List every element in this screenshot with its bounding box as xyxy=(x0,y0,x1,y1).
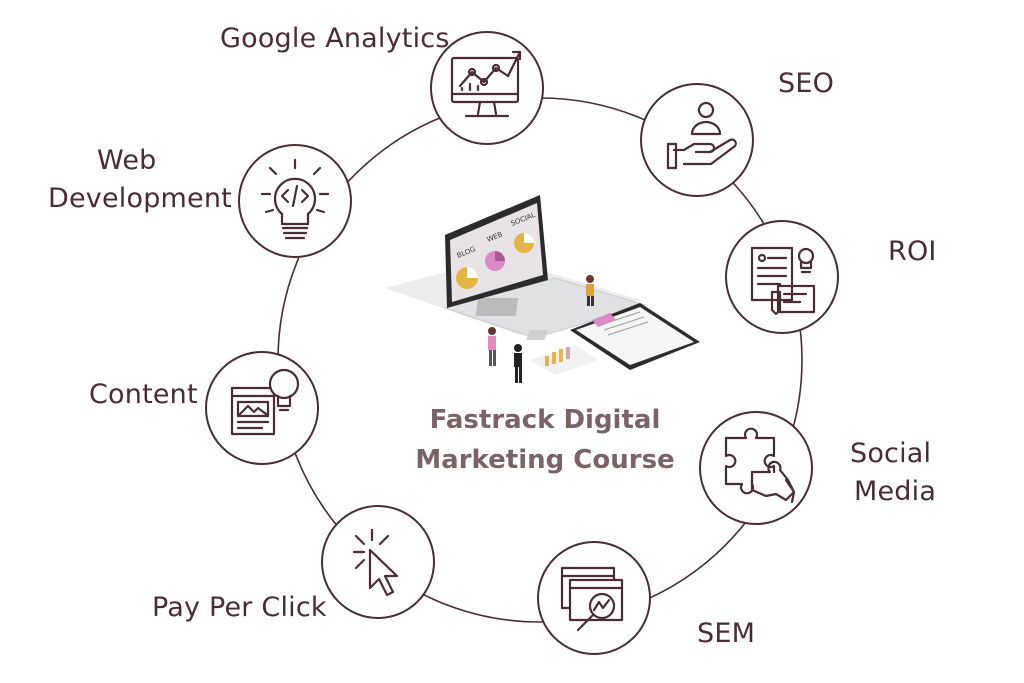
puzzle-hand-icon xyxy=(724,427,796,504)
label-web: Web xyxy=(97,145,157,176)
label-roi: ROI xyxy=(888,236,937,267)
label-seo: SEO xyxy=(778,68,835,99)
label-pay-per-click: Pay Per Click xyxy=(152,592,327,623)
label-content: Content xyxy=(89,379,198,410)
center-title-line2: Marketing Course xyxy=(415,445,675,475)
documents-lightbulb-icon xyxy=(750,246,816,316)
hand-person-icon xyxy=(666,101,737,170)
browser-magnifier-icon xyxy=(560,566,624,632)
analytics-monitor-icon xyxy=(450,50,522,118)
center-title-line1: Fastrack Digital xyxy=(429,405,661,435)
node-web-development xyxy=(238,144,352,258)
node-pay-per-click xyxy=(321,505,435,619)
cursor-click-icon xyxy=(352,528,399,597)
webpage-lightbulb-icon xyxy=(230,368,300,436)
node-social-media xyxy=(699,411,813,525)
node-seo xyxy=(640,83,754,197)
label-media: Media xyxy=(854,476,937,507)
node-content xyxy=(205,351,319,465)
label-google-analytics: Google Analytics xyxy=(220,23,450,54)
laptop-illustration: BLOG WEB SOCIAL xyxy=(385,195,700,383)
node-google-analytics xyxy=(430,31,544,145)
node-sem xyxy=(537,541,651,655)
center-title: Fastrack Digital Marketing Course xyxy=(380,400,710,480)
code-lightbulb-icon xyxy=(260,158,330,240)
label-social: Social xyxy=(850,438,932,469)
label-development: Development xyxy=(48,183,232,214)
node-roi xyxy=(725,220,839,334)
label-sem: SEM xyxy=(697,618,756,649)
